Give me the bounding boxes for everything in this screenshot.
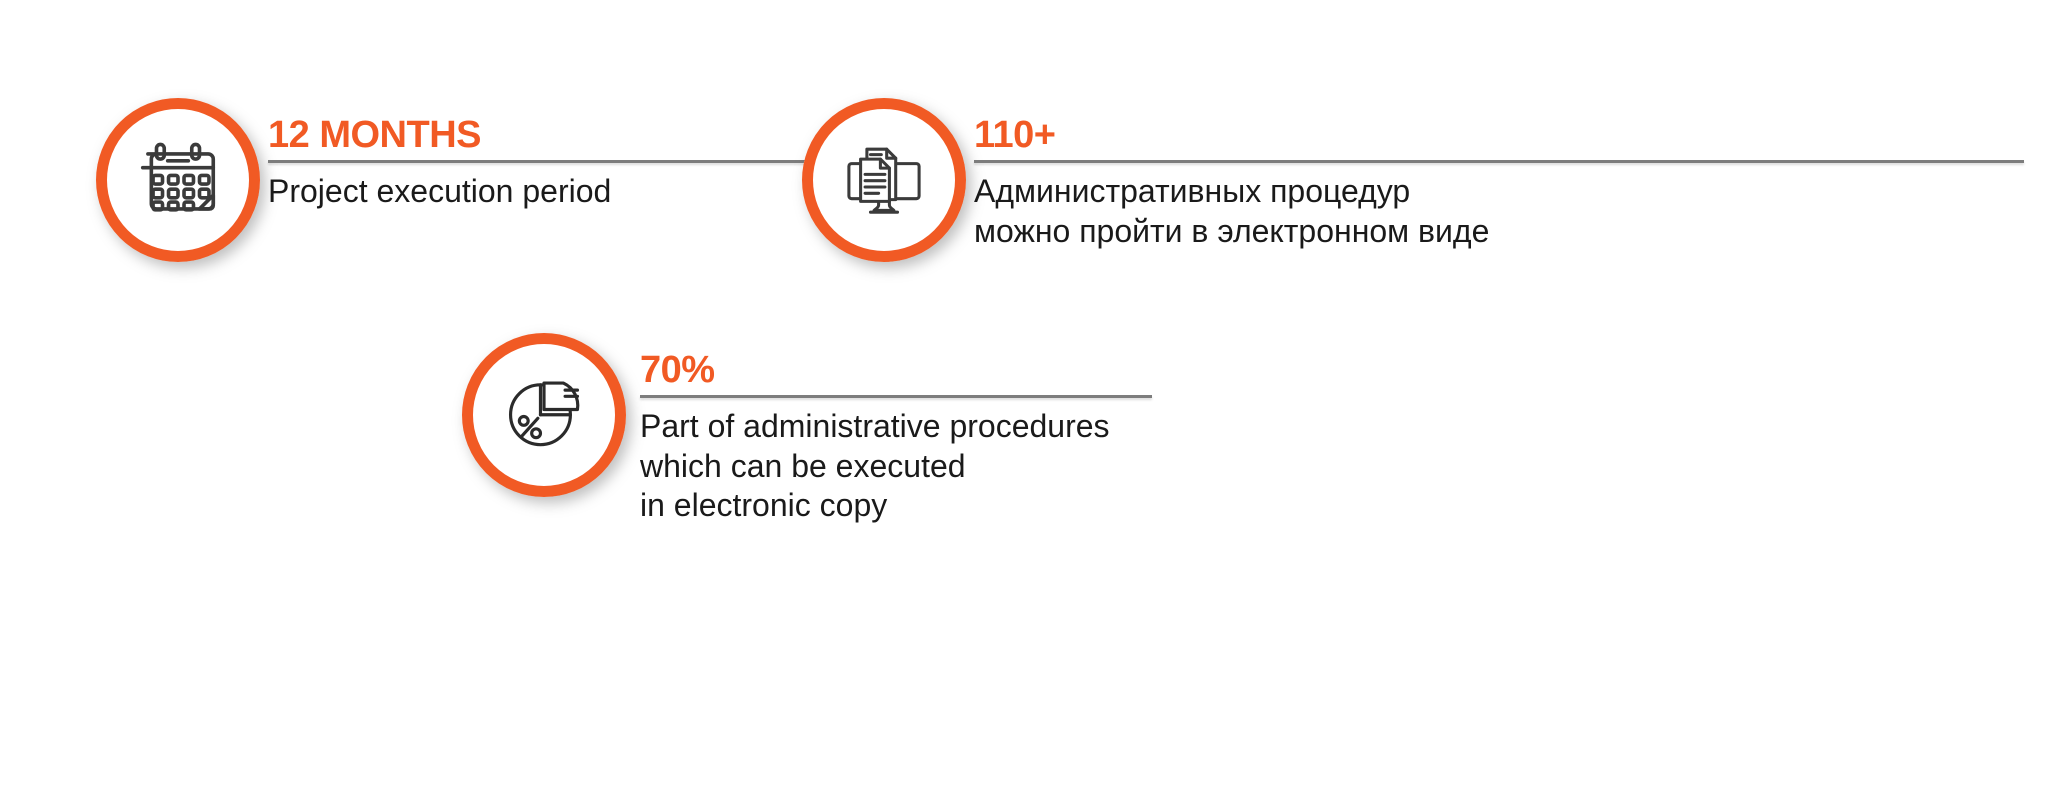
- stat-value: 12 MONTHS: [268, 114, 481, 156]
- icon-badge-documents: [802, 98, 966, 262]
- divider: [268, 160, 864, 163]
- icon-badge-calendar: [96, 98, 260, 262]
- stat-description: Административных процедур можно пройти в…: [974, 173, 1490, 249]
- stat-text-column: 70% Part of administrative procedures wh…: [640, 351, 1180, 526]
- stat-description: Project execution period: [268, 173, 612, 209]
- pie-chart-percent-icon: [500, 369, 588, 462]
- divider: [974, 160, 2024, 163]
- documents-on-monitor-icon: [839, 133, 929, 228]
- divider: [640, 395, 1152, 398]
- icon-badge-pie-chart: [462, 333, 626, 497]
- stat-value: 110+: [974, 114, 1056, 156]
- stat-description: Part of administrative procedures which …: [640, 408, 1110, 524]
- stat-text-column: 110+ Административных процедур можно про…: [974, 116, 2046, 251]
- stat-text-column: 12 MONTHS Project execution period: [268, 116, 868, 212]
- stat-value: 70%: [640, 349, 715, 391]
- calendar-icon: [135, 135, 221, 226]
